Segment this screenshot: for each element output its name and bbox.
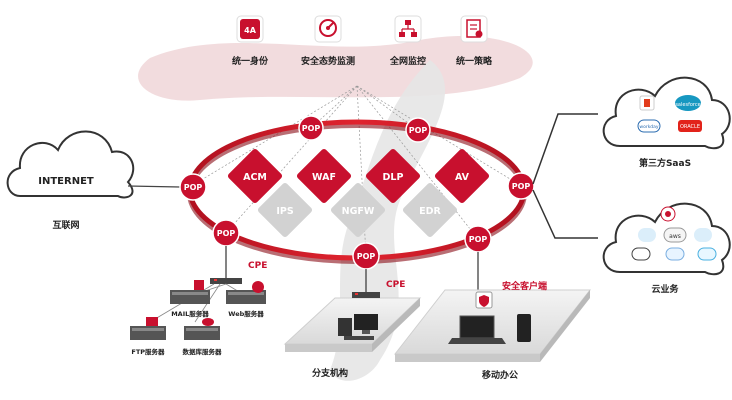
saas-app-label: ORACLE [680,124,700,130]
cpe-label-branch: CPE [386,280,405,290]
aws-label: aws [669,233,681,240]
server-label: Web服务器 [228,309,264,318]
cloud-business-label: 云业务 [651,283,679,295]
pop-node-top-left[interactable]: POP [298,115,324,141]
saas-link [532,113,598,185]
background-brush-pink [138,35,533,101]
feature-policy[interactable]: 统一策略 [456,15,493,67]
aliyun-icon [631,247,651,261]
pop-label: POP [512,182,531,191]
network-monitor-icon [399,20,417,37]
service-dlp[interactable]: DLP [365,148,422,205]
cpe-device-branch[interactable] [352,292,380,298]
service-gray-ips[interactable]: IPS [257,182,314,239]
feature-identity[interactable]: 4A 统一身份 [232,15,269,67]
internet-label: 互联网 [52,219,79,231]
feature-label-policy: 统一策略 [456,55,493,67]
service-label: WAF [312,172,336,183]
branch-office-platform [283,297,422,352]
server-label: FTP服务器 [131,347,165,356]
oracle-app-icon [678,120,702,132]
service-label: ACM [243,172,267,183]
ftp-server[interactable]: FTP服务器 [130,317,166,356]
saas-label: 第三方SaaS [639,157,691,169]
pop-label: POP [184,183,203,192]
security-client-label: 安全客户端 [502,280,547,292]
feature-situation[interactable]: 安全态势监测 [301,15,355,67]
feature-label-network-monitor: 全网监控 [389,55,426,67]
pop-node-bottom-left[interactable]: POP [212,219,240,247]
cpe-device-servers[interactable] [210,278,242,284]
service-label: AV [455,172,470,183]
mobile-office-label: 移动办公 [482,369,518,381]
tencent-cloud-icon [665,247,685,261]
pop-node-bottom[interactable]: POP [352,242,380,270]
pop-label: POP [217,229,236,238]
service-label: IPS [276,206,293,217]
pop-node-left[interactable]: POP [179,173,207,201]
pop-node-top-right[interactable]: POP [405,117,431,143]
branch-desktop-pc[interactable] [338,314,378,340]
server-label: MAIL服务器 [171,309,209,318]
pop-label: POP [357,252,376,261]
identity-icon-text: 4A [244,26,257,35]
service-label: NGFW [342,206,375,217]
workday-app-icon [637,119,661,133]
service-waf[interactable]: WAF [296,148,353,205]
azure-cloud-icon [638,228,656,242]
cloud-business-link [532,189,598,239]
feature-network-monitor[interactable]: 全网监控 [389,15,426,67]
pop-node-bottom-right[interactable]: POP [464,225,492,253]
security-client-icon [475,291,493,309]
laptop[interactable] [448,315,506,344]
qcloud-icon [697,247,717,261]
salesforce-app-icon [675,95,701,111]
server-label: 数据库服务器 [183,347,223,356]
service-label: DLP [383,172,404,183]
internet-cloud-text: INTERNET [38,176,94,187]
saas-app-label: workday [639,124,659,130]
service-gray-ngfw[interactable]: NGFW [330,182,387,239]
mobile-phone[interactable] [517,314,531,342]
internet-cloud: INTERNET [6,130,135,199]
service-gray-edr[interactable]: EDR [402,182,459,239]
saas-cloud: salesforce workday ORACLE [602,76,731,150]
feature-label-situation: 安全态势监测 [301,55,355,67]
branch-label: 分支机构 [312,367,348,379]
service-label: EDR [419,206,441,217]
policy-icon [466,19,483,38]
web-server[interactable]: Web服务器 [226,281,266,318]
pop-node-right[interactable]: POP [507,172,535,200]
situation-awareness-icon [319,19,337,37]
mail-server[interactable]: MAIL服务器 [170,280,210,318]
internet-link [127,185,181,188]
pop-label: POP [409,126,428,135]
cloud-business: aws [602,202,731,276]
service-acm[interactable]: ACM [227,148,284,205]
saas-app-label: salesforce [675,102,700,108]
pop-label: POP [302,124,321,133]
service-av[interactable]: AV [434,148,491,205]
4a-identity-icon [240,19,260,39]
database-server[interactable]: 数据库服务器 [183,318,223,356]
google-cloud-icon [694,228,712,242]
feature-label-identity: 统一身份 [232,55,269,67]
cpe-label-servers: CPE [248,261,267,271]
pop-label: POP [469,235,488,244]
aws-cloud-icon [663,227,687,243]
